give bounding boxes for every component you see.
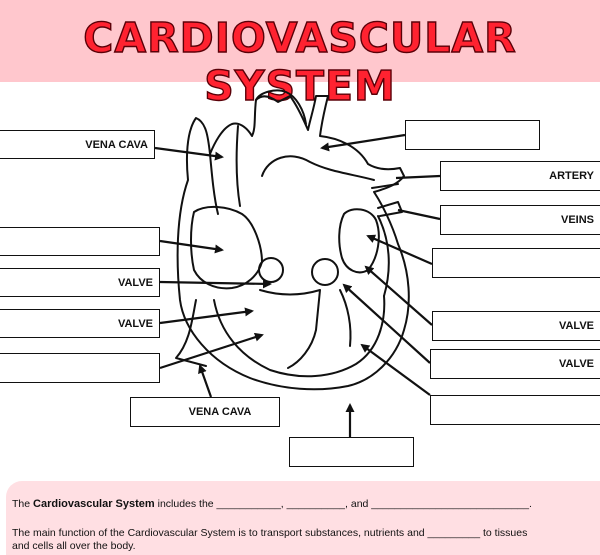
tricuspid-valve [258, 257, 284, 283]
right-atrium [190, 206, 263, 290]
label-box-valve-right-1[interactable]: VALVE [432, 311, 600, 341]
label-box-blank-left-1[interactable] [0, 227, 160, 256]
label-veins: VEINS [560, 214, 594, 226]
label-box-veins[interactable]: VEINS [440, 205, 600, 235]
label-valve-right-1: VALVE [558, 320, 594, 332]
pulmonary-veins [377, 201, 403, 217]
page-title: CARDIOVASCULAR SYSTEM [83, 13, 517, 110]
label-vena-cava-bottom: VENA CAVA [188, 406, 252, 418]
label-box-artery[interactable]: ARTERY [440, 161, 600, 191]
label-artery: ARTERY [549, 170, 594, 182]
label-box-vena-cava-top[interactable]: VENA CAVA [0, 130, 155, 159]
aortic-arch [255, 89, 307, 125]
superior-vena-cava [209, 153, 219, 215]
info-line-3: and cells all over the body. [12, 540, 136, 552]
info-line-1: The Cardiovascular System includes the _… [12, 498, 532, 510]
info-line-1-prefix: The [12, 498, 34, 510]
mitral-valve [311, 258, 339, 286]
ventricle-inner [213, 295, 386, 378]
septum [259, 289, 321, 369]
label-box-valve-left-2[interactable]: VALVE [0, 309, 160, 338]
info-line-1-bold: Cardiovascular System [33, 498, 155, 510]
label-box-blank-left-2[interactable] [0, 353, 160, 383]
pulmonary-artery [261, 155, 375, 181]
inferior-vena-cava [175, 299, 207, 367]
label-box-valve-left-1[interactable]: VALVE [0, 268, 160, 297]
left-atrium [338, 208, 380, 274]
label-valve-left-1: VALVE [117, 276, 153, 289]
title-band [0, 0, 600, 82]
heart-outline [176, 95, 410, 391]
label-box-vena-cava-bottom[interactable]: VENA CAVA [130, 397, 280, 427]
label-box-blank-right-1[interactable] [432, 248, 600, 278]
label-box-valve-right-2[interactable]: VALVE [430, 349, 600, 379]
label-valve-right-2: VALVE [558, 358, 594, 370]
info-panel [6, 481, 600, 555]
label-box-blank-bottom[interactable] [289, 437, 414, 467]
label-vena-cava-top: VENA CAVA [85, 138, 148, 151]
heart-diagram [154, 89, 441, 438]
info-line-1-rest: includes the ___________, __________, an… [154, 498, 532, 510]
info-line-2: The main function of the Cardiovascular … [12, 527, 528, 539]
label-valve-left-2: VALVE [117, 317, 153, 330]
label-box-blank-right-top[interactable] [405, 120, 540, 150]
label-box-blank-right-2[interactable] [430, 395, 600, 425]
